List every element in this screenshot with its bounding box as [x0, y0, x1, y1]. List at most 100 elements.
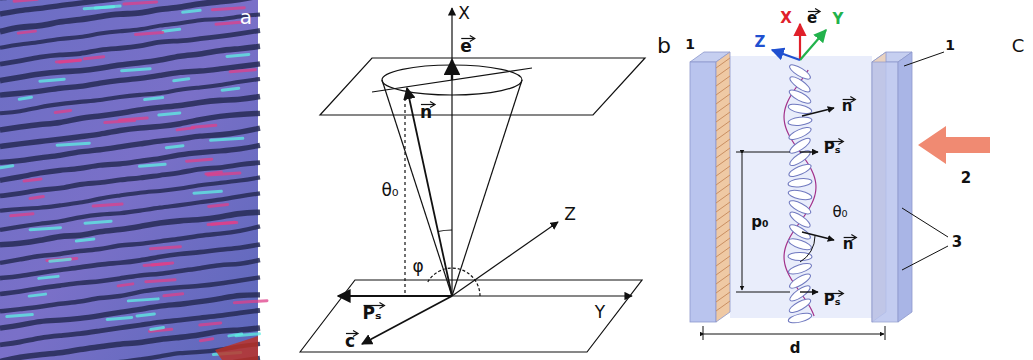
figure-part	[216, 22, 240, 24]
figure-part	[139, 164, 165, 166]
figure-part	[716, 292, 730, 302]
angle-label: θ₀	[381, 182, 398, 199]
figure-part	[716, 58, 730, 68]
figure-part	[39, 276, 58, 278]
figure-part	[716, 193, 730, 203]
axis-label: Y	[833, 12, 844, 27]
figure-part	[787, 102, 812, 115]
figure-part	[234, 301, 267, 303]
figure-part	[0, 97, 260, 130]
figure-part	[716, 247, 730, 257]
figure-part	[212, 8, 244, 10]
figure-part	[451, 60, 453, 80]
angle-label: φ	[412, 258, 423, 275]
figure-part	[800, 108, 834, 292]
figure-part	[0, 46, 260, 80]
figure-part	[799, 24, 801, 60]
figure-part	[872, 62, 898, 322]
callout-number: 1	[685, 37, 695, 51]
figure-part	[716, 85, 730, 95]
dimension-label: p₀	[751, 215, 768, 230]
figure-part	[0, 277, 260, 311]
figure-part	[788, 116, 813, 127]
panel-letter: b	[657, 35, 671, 57]
figure-part	[0, 145, 260, 180]
figure-part	[800, 151, 818, 152]
figure-part	[0, 358, 260, 360]
panel-letter: C	[1012, 37, 1025, 55]
figure-part	[802, 108, 834, 116]
figure-part	[236, 334, 260, 336]
callout-number: 1	[945, 38, 955, 52]
figure-part	[145, 98, 163, 100]
figure-part	[784, 62, 834, 324]
figure-part	[159, 113, 180, 115]
figure-part	[208, 223, 237, 225]
vector-label: n	[420, 104, 432, 121]
figure-part	[230, 70, 255, 72]
figure-part	[704, 334, 884, 335]
figure-part	[716, 211, 730, 221]
figure-part	[211, 138, 243, 140]
figure-part	[0, 64, 260, 95]
figure-part	[690, 62, 716, 322]
figure-part	[30, 228, 60, 230]
figure-part	[898, 52, 912, 322]
figure-part	[716, 58, 730, 311]
figure-part	[716, 274, 730, 284]
figure-part	[716, 94, 730, 104]
figure-part	[902, 208, 948, 237]
figure-part	[362, 296, 452, 344]
axis-label: X	[780, 11, 792, 26]
figure-part	[30, 196, 43, 198]
figure-part	[24, 179, 41, 181]
figure-part	[0, 244, 260, 278]
cone-figure	[300, 8, 645, 352]
figure-part	[128, 299, 158, 301]
figure-part	[716, 139, 730, 149]
figure-part	[209, 204, 228, 206]
figure-part	[187, 159, 212, 161]
figure-part	[47, 258, 77, 260]
figure-part	[227, 54, 249, 56]
figure-part	[716, 157, 730, 167]
figure-part	[215, 336, 258, 360]
figure-part	[802, 232, 834, 240]
lc-cell	[690, 24, 990, 340]
figure-part	[438, 230, 452, 232]
figure-part	[19, 97, 31, 99]
figure-part	[7, 315, 33, 317]
figure-part	[124, 2, 157, 4]
figure-part	[788, 87, 813, 105]
figure-part	[194, 191, 221, 193]
figure-part	[716, 148, 730, 158]
figure-part	[716, 52, 730, 322]
figure-part	[716, 67, 730, 77]
figure-part	[300, 280, 642, 352]
figure-part	[787, 237, 812, 252]
vector-label: e	[460, 38, 472, 55]
figure-part	[0, 260, 260, 294]
figure-part	[40, 79, 64, 81]
figure-part	[788, 252, 812, 260]
figure-part	[716, 175, 730, 185]
figure-part	[716, 265, 730, 275]
figure-part	[451, 8, 452, 296]
figure-part	[736, 292, 790, 293]
figure-part	[55, 110, 70, 112]
figure-part	[382, 80, 452, 296]
figure-part	[151, 247, 181, 249]
figure-part	[0, 328, 260, 360]
figure-part	[122, 69, 151, 71]
figure-part	[788, 177, 813, 188]
figure-part	[0, 128, 260, 162]
figure-part	[320, 58, 645, 115]
figure-part	[14, 0, 37, 1]
figure-part	[716, 103, 730, 113]
figure-part	[0, 30, 260, 64]
figure-part	[0, 79, 260, 113]
figure-part	[787, 311, 812, 324]
figure-part	[452, 222, 558, 296]
figure-part	[183, 10, 200, 12]
